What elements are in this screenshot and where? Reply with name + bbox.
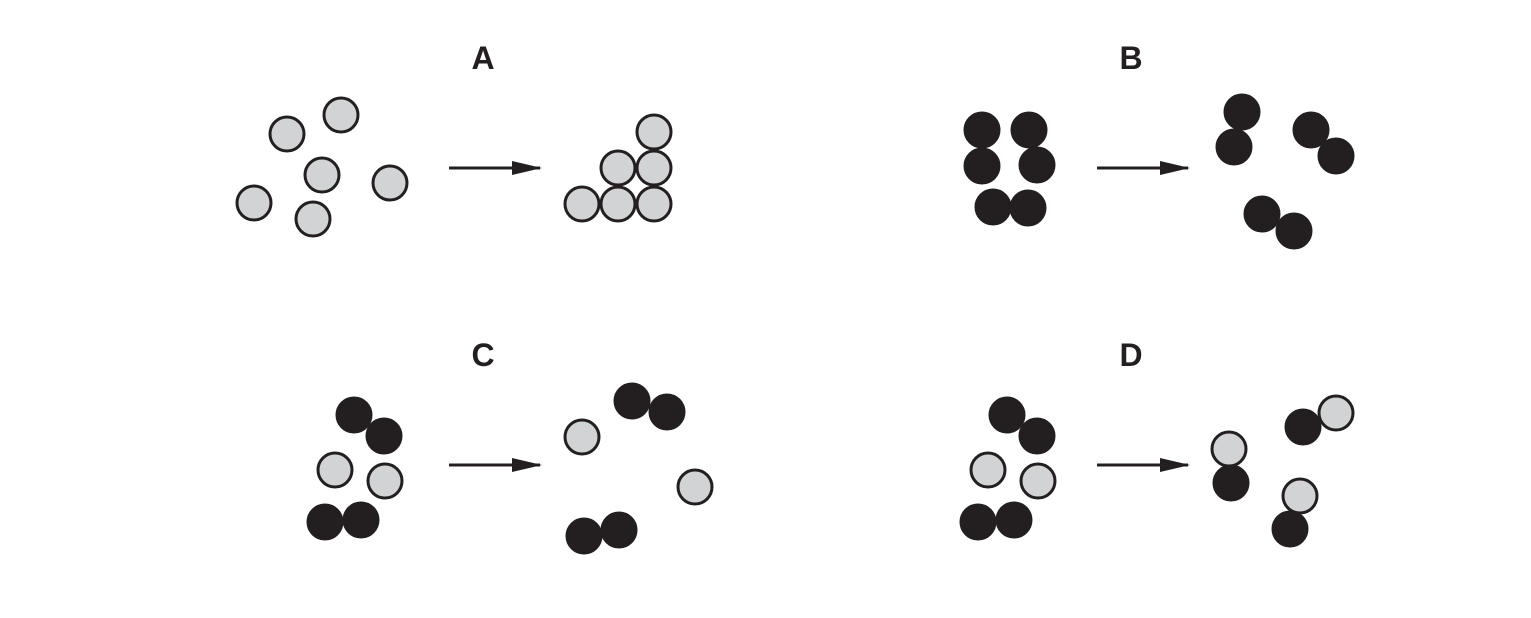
panel-a-before-light-particle — [294, 200, 332, 238]
panel-a-after-light-particle — [563, 185, 601, 223]
panel-b-before-dark-particle — [963, 147, 1001, 185]
panel-b-before-dark-particle — [974, 188, 1012, 226]
panel-b: B — [963, 40, 1355, 250]
panel-a-after-light-particle — [599, 149, 637, 187]
panel-c-before-dark-particle — [335, 396, 373, 434]
panel-d-after-particles — [1210, 394, 1355, 548]
panel-d-before-light-particle — [1019, 462, 1057, 500]
panel-a-after-light-particle — [635, 149, 673, 187]
panel-b-after-dark-particle — [1215, 128, 1253, 166]
panel-c-before-dark-particle — [306, 503, 344, 541]
panel-a-before-light-particle — [303, 156, 341, 194]
panel-b-after-dark-particle — [1275, 212, 1313, 250]
panel-c-before-particles — [306, 396, 404, 541]
panel-d-label: D — [1119, 337, 1142, 373]
panel-b-after-dark-particle — [1243, 195, 1281, 233]
panel-b-before-dark-particle — [1018, 146, 1056, 184]
panel-a-before-light-particle — [322, 96, 360, 134]
panel-c-after-dark-particle — [565, 517, 603, 555]
panel-a-after-particles — [563, 113, 673, 223]
panel-c-before-dark-particle — [365, 417, 403, 455]
panel-b-after-particles — [1215, 93, 1355, 250]
panel-c-after-light-particle — [563, 418, 601, 456]
panel-d-before-dark-particle — [959, 503, 997, 541]
panel-d-before-dark-particle — [1018, 417, 1056, 455]
panel-a-before-light-particle — [268, 115, 306, 153]
panel-b-label: B — [1119, 40, 1142, 76]
panel-a-after-light-particle — [635, 185, 673, 223]
panel-d-before-dark-particle — [995, 501, 1033, 539]
panel-a-before-light-particle — [235, 184, 273, 222]
panel-a-before-light-particle — [371, 164, 409, 202]
panel-d-after-light-particle — [1281, 477, 1319, 515]
panel-a-after-light-particle — [599, 185, 637, 223]
panel-a-label: A — [471, 40, 494, 76]
panel-d: D — [959, 337, 1355, 548]
panel-c-before-light-particle — [316, 451, 354, 489]
panel-b-before-dark-particle — [1009, 189, 1047, 227]
panel-c-after-dark-particle — [648, 393, 686, 431]
panel-a-after-light-particle — [635, 113, 673, 151]
panel-d-after-light-particle — [1210, 430, 1248, 468]
panel-d-after-light-particle — [1317, 394, 1355, 432]
panel-c-after-dark-particle — [600, 511, 638, 549]
panel-d-after-dark-particle — [1284, 408, 1322, 446]
panel-b-after-dark-particle — [1317, 137, 1355, 175]
panel-d-before-dark-particle — [988, 396, 1026, 434]
panel-c-before-light-particle — [366, 462, 404, 500]
panel-a-before-particles — [235, 96, 409, 238]
panel-b-before-dark-particle — [1010, 111, 1048, 149]
panel-b-after-dark-particle — [1292, 111, 1330, 149]
panel-d-after-dark-particle — [1212, 464, 1250, 502]
panel-c-before-dark-particle — [342, 501, 380, 539]
panel-b-before-particles — [963, 111, 1056, 227]
panel-c-after-light-particle — [676, 468, 714, 506]
panel-c-after-dark-particle — [613, 382, 651, 420]
panel-d-after-dark-particle — [1271, 510, 1309, 548]
panel-b-after-dark-particle — [1223, 93, 1261, 131]
panel-c-label: C — [471, 337, 494, 373]
panel-b-before-dark-particle — [963, 111, 1001, 149]
panel-a: A — [235, 40, 673, 238]
panel-d-before-light-particle — [969, 451, 1007, 489]
panel-c: C — [306, 337, 714, 555]
panel-c-after-particles — [563, 382, 714, 555]
panel-d-before-particles — [959, 396, 1057, 541]
